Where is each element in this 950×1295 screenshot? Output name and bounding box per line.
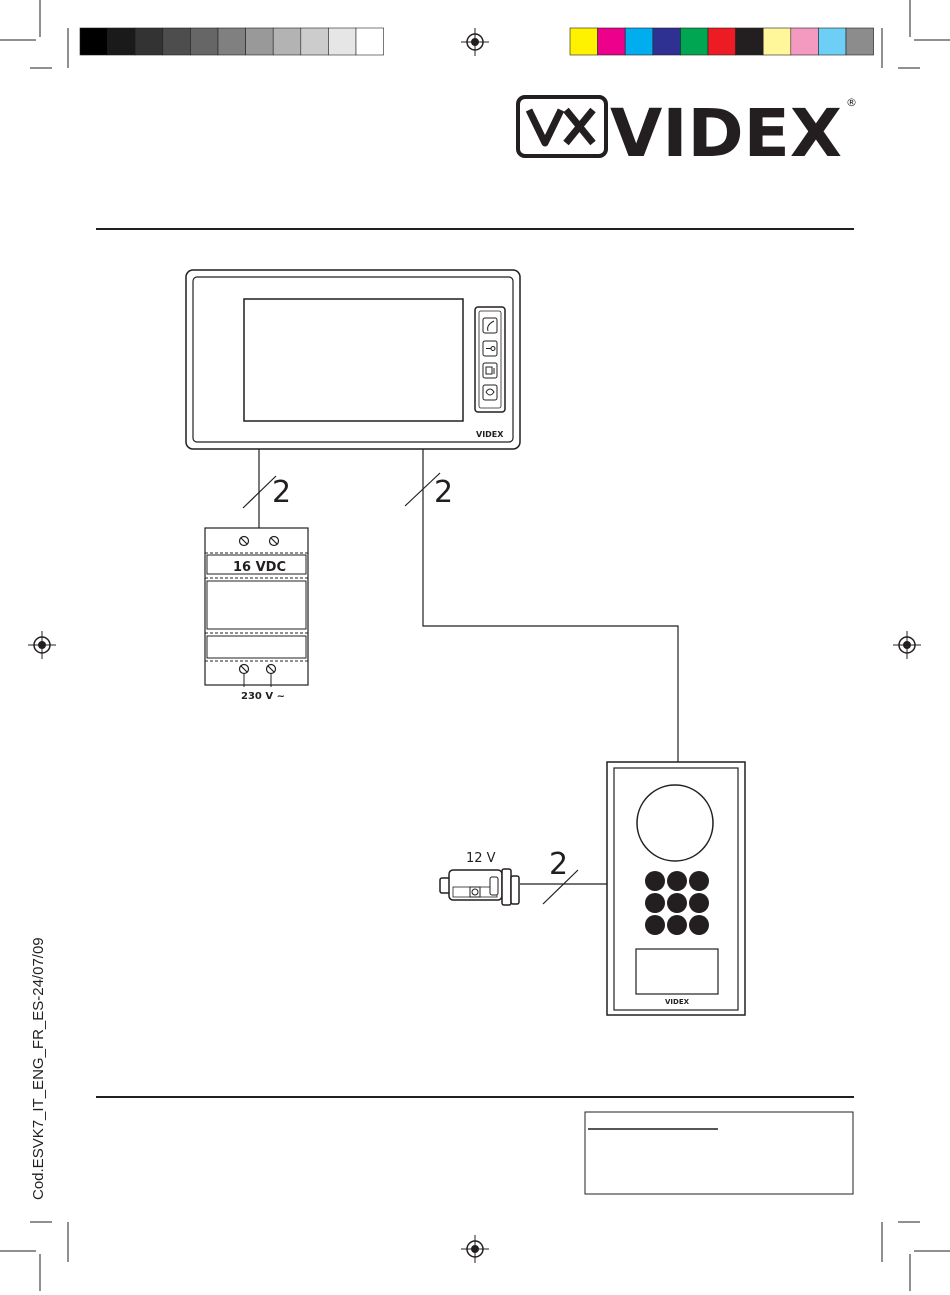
video-monitor: VIDEX (186, 270, 520, 449)
process-swatch (598, 28, 626, 55)
process-swatch (680, 28, 708, 55)
process-swatch (818, 28, 846, 55)
registration-mark-right (893, 631, 921, 659)
grayscale-swatch (301, 28, 329, 55)
registration-mark-left (28, 631, 56, 659)
document-code: Cod.ESVK7_IT_ENG_FR_ES-24/07/09 (30, 937, 47, 1200)
footer-info-box (585, 1112, 853, 1194)
grayscale-color-bar (80, 28, 384, 55)
door-entry-panel: VIDEX (607, 762, 745, 1015)
process-swatch (846, 28, 874, 55)
psu-input-label: 230 V ~ (241, 691, 285, 702)
process-swatch (653, 28, 681, 55)
grayscale-swatch (356, 28, 384, 55)
process-swatch (736, 28, 764, 55)
grayscale-swatch (190, 28, 218, 55)
grayscale-swatch (328, 28, 356, 55)
grayscale-swatch (108, 28, 136, 55)
grayscale-swatch (273, 28, 301, 55)
power-supply: 16 VDC 230 V ~ (205, 528, 308, 702)
grayscale-swatch (163, 28, 191, 55)
wire-count-monitor-psu: 2 (272, 475, 291, 510)
lock-voltage-label: 12 V (466, 851, 496, 866)
registered-mark: ® (846, 96, 857, 109)
registration-mark-top (461, 28, 489, 56)
registration-mark-bottom (461, 1235, 489, 1263)
process-swatch (763, 28, 791, 55)
keypad-buttons (645, 871, 709, 935)
psu-output-label: 16 VDC (233, 560, 286, 575)
process-color-bar (570, 28, 874, 55)
process-swatch (708, 28, 736, 55)
electric-lock (440, 869, 519, 905)
grayscale-swatch (246, 28, 274, 55)
process-swatch (625, 28, 653, 55)
process-swatch (791, 28, 819, 55)
wire-count-monitor-panel: 2 (434, 475, 453, 510)
grayscale-swatch (135, 28, 163, 55)
process-swatch (570, 28, 598, 55)
grayscale-swatch (218, 28, 246, 55)
logo-wordmark: VIDEX (610, 95, 842, 172)
monitor-brand: VIDEX (476, 430, 504, 439)
panel-brand: VIDEX (665, 998, 690, 1006)
videx-logo: VIDEX ® (518, 95, 857, 172)
grayscale-swatch (80, 28, 108, 55)
wire-count-lock-panel: 2 (549, 847, 568, 882)
